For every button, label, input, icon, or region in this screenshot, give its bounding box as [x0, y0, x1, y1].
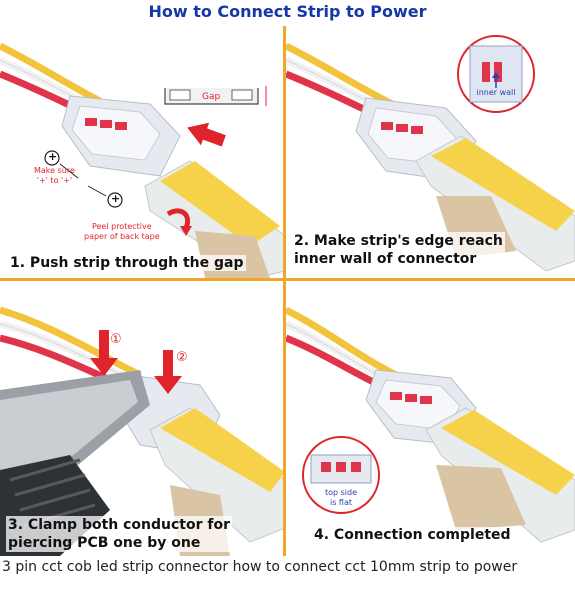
- image-caption: 3 pin cct cob led strip connector how to…: [2, 559, 518, 575]
- step-3-illustration: [0, 306, 285, 556]
- marker-1: ①: [110, 332, 122, 347]
- step-1-illustration: [0, 42, 285, 278]
- peel-note-line1: Peel protective: [91, 222, 152, 231]
- polarity-note-line1: Make sure: [34, 166, 75, 175]
- peel-note: Peel protective paper of back tape: [84, 222, 160, 242]
- top-side-note-line1: top side: [324, 488, 358, 497]
- step-2-text-line1: 2. Make strip's edge reach: [292, 232, 505, 250]
- step-4-label: 4. Connection completed: [312, 526, 513, 544]
- top-side-note: top side is flat: [314, 488, 368, 508]
- panel-step-1: + + Gap Make sure '+' to '+' Peel protec…: [0, 26, 285, 278]
- panel-step-3: ① ② 3. Clamp both conductor for piercing…: [0, 280, 285, 556]
- top-side-note-line2: is flat: [329, 498, 352, 507]
- step-1-label: 1. Push strip through the gap: [8, 254, 246, 272]
- step-4-text: 4. Connection completed: [312, 527, 513, 543]
- plus-symbol-1: +: [48, 150, 58, 163]
- page-title: How to Connect Strip to Power: [148, 2, 427, 21]
- horizontal-divider: [0, 278, 575, 281]
- plus-symbol-2: +: [111, 192, 121, 205]
- step-3-text-line1: 3. Clamp both conductor for: [6, 516, 232, 534]
- polarity-note: Make sure '+' to '+': [34, 166, 75, 186]
- peel-note-line2: paper of back tape: [84, 232, 160, 241]
- vertical-divider: [283, 26, 286, 556]
- panel-step-4: top side is flat 4. Connection completed: [286, 280, 575, 556]
- instruction-grid: + + Gap Make sure '+' to '+' Peel protec…: [0, 26, 575, 556]
- inner-wall-label: inner wall: [476, 88, 516, 97]
- step-3-label: 3. Clamp both conductor for piercing PCB…: [6, 516, 232, 552]
- step-2-label: 2. Make strip's edge reach inner wall of…: [292, 232, 505, 268]
- marker-2: ②: [176, 350, 188, 365]
- step-1-text: 1. Push strip through the gap: [8, 255, 246, 271]
- panel-step-2: inner wall 2. Make strip's edge reach in…: [286, 26, 575, 278]
- step-3-text-line2: piercing PCB one by one: [6, 534, 232, 552]
- polarity-note-line2: '+' to '+': [36, 176, 73, 185]
- gap-label: Gap: [202, 92, 221, 102]
- step-2-text-line2: inner wall of connector: [292, 250, 505, 268]
- step-4-illustration: [286, 306, 575, 543]
